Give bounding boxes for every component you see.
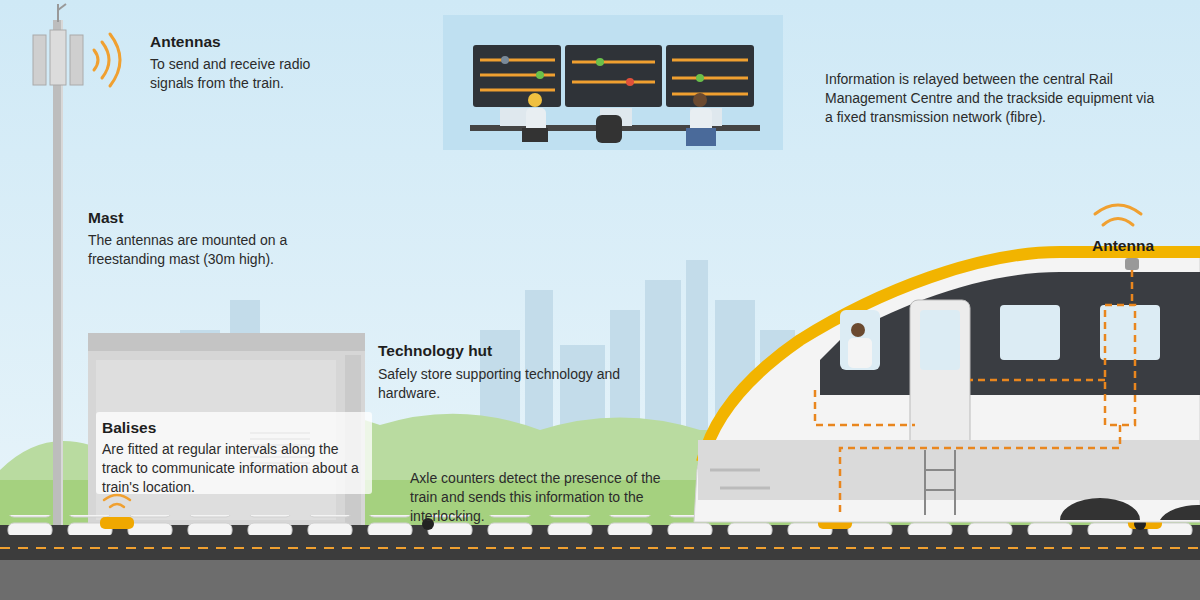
technology-hut <box>88 333 372 530</box>
rail-management-centre <box>443 15 783 150</box>
callout-text: To send and receive radio signals from t… <box>150 55 350 93</box>
train <box>694 205 1200 522</box>
callout-text: Are fitted at regular intervals along th… <box>102 440 370 497</box>
callout-heading: Antennas <box>150 32 350 51</box>
callout-text: Axle counters detect the presence of the… <box>410 469 675 526</box>
railway-track <box>0 515 1200 600</box>
callout-text: The antennas are mounted on a freestandi… <box>88 231 338 269</box>
callout-heading: Technology hut <box>378 341 648 360</box>
callout-text: Safely store supporting technology and h… <box>378 365 648 403</box>
callout-heading: Mast <box>88 208 338 227</box>
part-name: Antenna <box>1092 236 1182 255</box>
callout-heading: Balises <box>102 418 370 437</box>
note-text: Information is relayed between the centr… <box>825 70 1165 127</box>
